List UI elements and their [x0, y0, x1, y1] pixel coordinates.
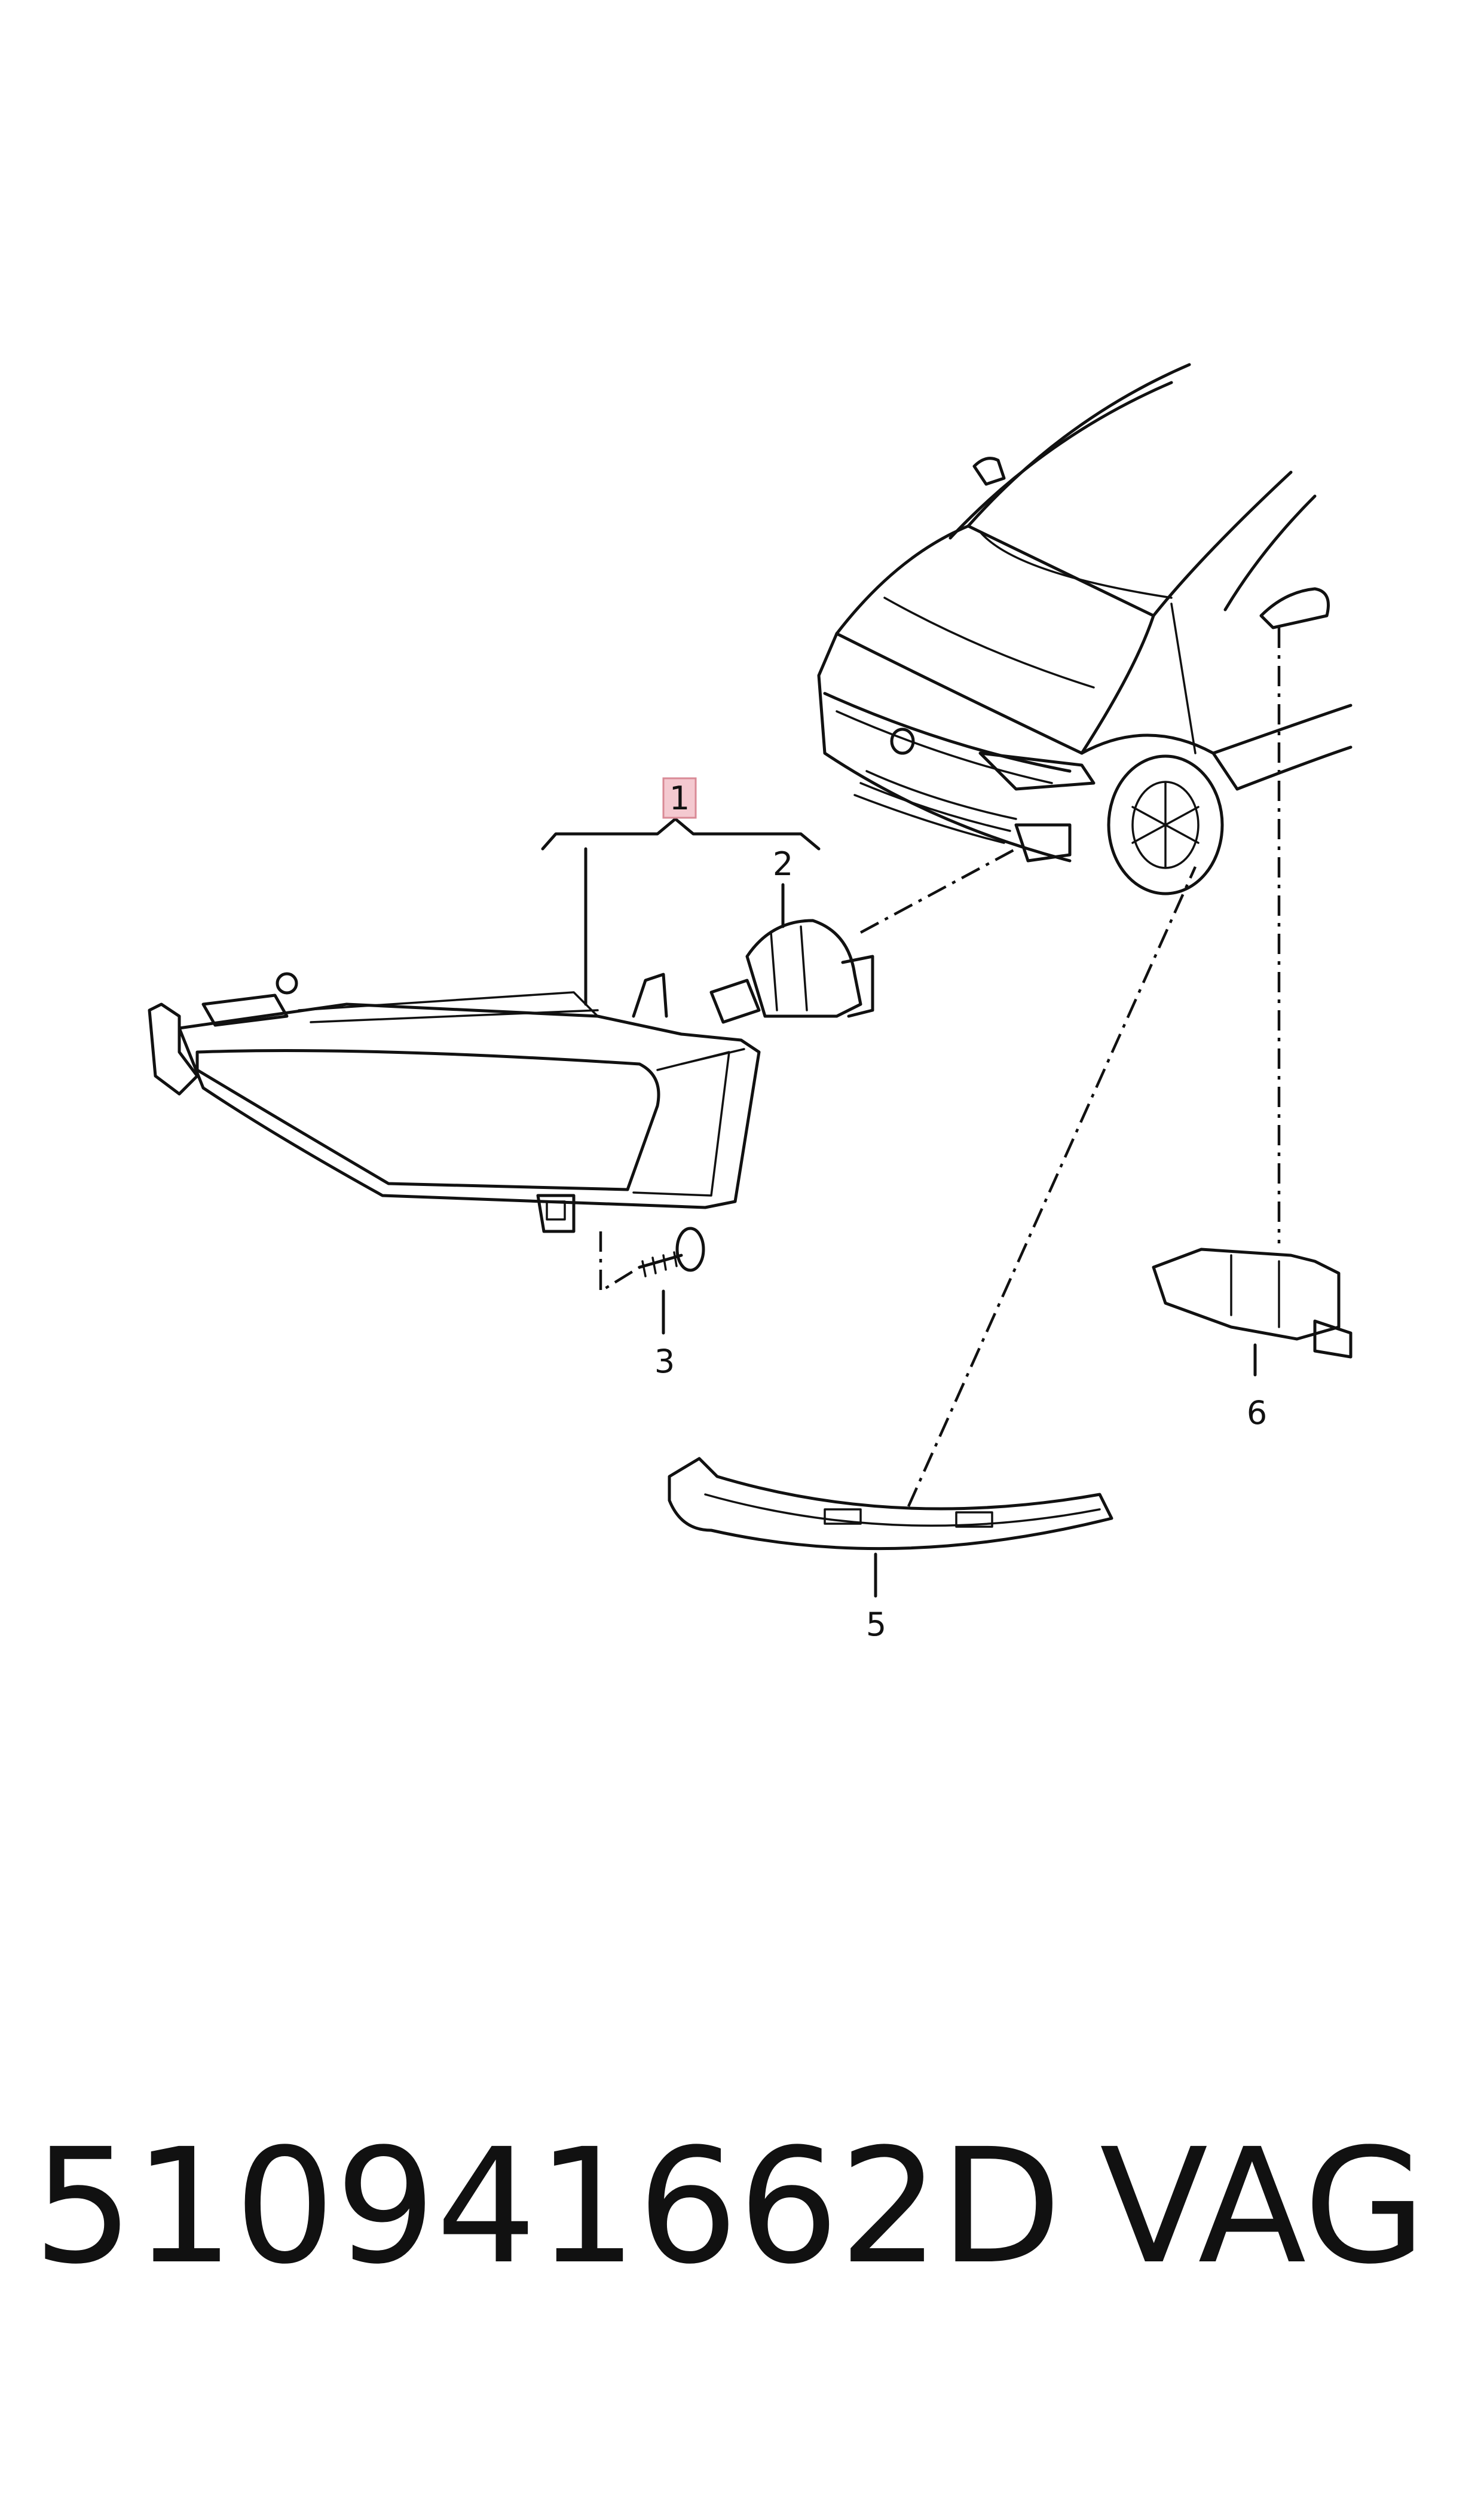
callout-3-label[interactable]: 3	[654, 1343, 675, 1380]
callout-leaders	[541, 628, 1281, 1598]
part-number: 510941662D	[33, 2115, 1062, 2299]
callout-5-label[interactable]: 5	[866, 1606, 886, 1643]
callout-1-highlight	[662, 777, 697, 819]
brand-label: VAG	[1100, 2115, 1427, 2299]
bracket-illustration	[1152, 1248, 1353, 1359]
callout-1-label: 1	[669, 779, 690, 817]
car-illustration	[817, 363, 1353, 895]
callout-1[interactable]: 1	[662, 777, 697, 819]
bulb-illustration	[709, 919, 874, 1024]
screw-illustration	[638, 1227, 705, 1277]
trim-strip-illustration	[668, 1457, 1113, 1551]
callout-2-label[interactable]: 2	[773, 845, 793, 883]
fog-lamp-assembly	[148, 972, 761, 1233]
callout-6-label[interactable]: 6	[1247, 1394, 1267, 1432]
